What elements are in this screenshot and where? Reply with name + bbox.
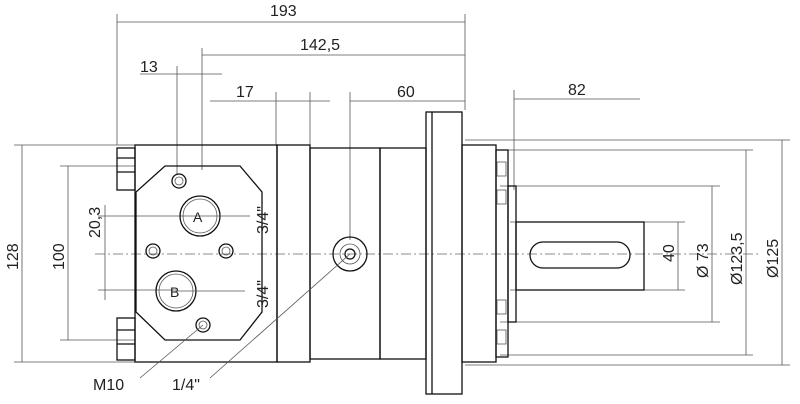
dim-dia-125: Ø125 [765,239,782,278]
port-a-size: 3/4" [255,206,272,234]
dim-20-3: 20,3 [87,207,104,238]
bolt-top-left [116,147,136,191]
plate-bolt-2 [145,243,161,259]
motor-body [116,111,645,395]
bolt-bottom-left [116,317,136,361]
drain-port [332,236,368,272]
plate-bolt-4 [195,317,211,333]
callout-m10: M10 [93,377,124,394]
port-b-size: 3/4" [255,280,272,308]
dim-82: 82 [568,82,586,99]
dim-40: 40 [661,244,678,262]
left-dimension-lines [14,144,196,363]
body-section-3 [379,147,427,360]
dim-100: 100 [51,243,68,270]
shaft-keyway [529,241,631,269]
dim-17: 17 [236,84,254,101]
flange-hub [461,144,497,363]
output-shaft [515,221,645,291]
dim-128: 128 [5,243,22,270]
octagon-plate [135,165,263,341]
leader-lines [139,215,351,379]
top-dimension-lines [116,14,640,240]
callout-drain: 1/4" [172,377,200,394]
port-a-label: A [193,209,203,225]
plate-bolt-1 [171,173,187,189]
plate-bolt-3 [218,243,234,259]
dim-142-5: 142,5 [300,37,340,54]
dim-13: 13 [140,59,158,76]
dim-dia-123-5: Ø123,5 [729,232,746,285]
dim-60: 60 [397,84,415,101]
body-section-1 [276,144,311,363]
port-b-label: B [170,284,179,300]
dim-dia-73: Ø 73 [695,243,712,278]
dim-193: 193 [270,3,297,20]
